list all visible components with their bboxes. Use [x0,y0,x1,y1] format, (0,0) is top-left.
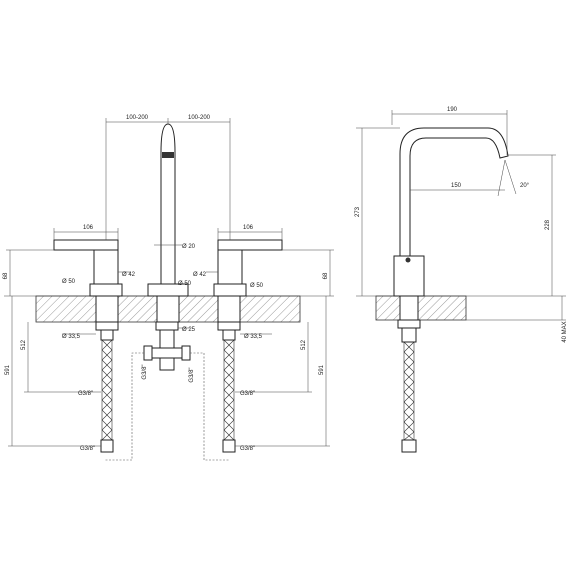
spout-dia-label: Ø 20 [182,244,196,250]
left-shank [95,295,119,323]
side-aerator-dot [405,257,411,263]
center-right-connection [190,352,230,461]
front-view: 100-200 100-200 106 106 Ø 20 Ø 42 Ø 42 Ø… [3,115,334,461]
side-hose-upper-fitting [401,327,417,343]
height-right-label: 68 [323,272,329,279]
right-valve-body [217,249,243,285]
right-hose [223,339,235,441]
side-hose [403,341,415,441]
side-spout [399,127,509,282]
hose-len-right-label: 512 [301,339,307,350]
angle-label: 20° [520,183,530,189]
outlet-height-label: 228 [545,219,551,230]
spout-reach-label: 150 [451,183,462,189]
left-valve-base [89,283,123,297]
spread-right-label: 100-200 [188,115,211,121]
shank-dia-right-label: Ø 33,5 [244,334,263,340]
left-valve-body [93,249,119,285]
right-nut [217,321,241,331]
hose-len-left-label: 512 [21,339,27,350]
left-lever [53,239,119,251]
center-tee-right-nut [181,345,191,361]
shank-dia-left-label: Ø 33,5 [62,334,81,340]
right-hose-upper-fitting [222,329,236,341]
side-hose-lower-fitting [401,439,417,453]
side-nut [397,319,421,329]
spread-left-label: 100-200 [126,115,149,121]
handle-width-right-label: 106 [243,225,254,231]
center-tee-cross [149,347,185,359]
left-hose-lower-fitting [100,439,114,453]
side-dimensions: 190 150 20° 273 228 40 MAX [355,107,568,343]
right-hose-lower-fitting [222,439,236,453]
overall-left-label: 591 [5,364,11,375]
conn-center-right-label: G3/8" [189,367,195,382]
conn-left-upper-label: G3/8" [78,391,93,397]
deck-max-label: 40 MAX [562,321,568,342]
center-spout [147,123,189,331]
height-left-label: 68 [3,272,9,279]
spout-nut [155,321,179,331]
right-valve-base [213,283,247,297]
shank-dia-center-label: Ø 25 [182,327,196,333]
center-left-connection [104,352,144,461]
left-nut [95,321,119,331]
center-tee-left-nut [143,345,153,361]
spout-shank [156,295,180,323]
right-shank [217,295,241,323]
overall-right-label: 591 [319,364,325,375]
left-valve [53,239,123,331]
total-height-label: 273 [355,206,361,217]
spout-aerator [162,152,174,158]
conn-center-left-label: G3/8" [142,364,148,379]
deck-slab-side [375,295,467,321]
conn-left-lower-label: G3/8" [80,446,95,452]
handle-dia-left-label: Ø 42 [122,272,136,278]
reach-label: 190 [447,107,458,113]
front-dimensions: 100-200 100-200 106 106 Ø 20 Ø 42 Ø 42 Ø… [3,115,334,452]
handle-dia-right-label: Ø 42 [193,272,207,278]
conn-right-lower-label: G3/8" [240,446,255,452]
side-shank [399,295,419,321]
side-view: 190 150 20° 273 228 40 MAX [355,107,568,453]
left-hose [101,339,113,441]
base-dia-right-label: Ø 50 [250,283,264,289]
right-valve [213,239,283,331]
side-valve-body [393,255,425,297]
left-hose-upper-fitting [100,329,114,341]
handle-width-left-label: 106 [83,225,94,231]
base-dia-center-label: Ø 50 [178,281,192,287]
braided-hoses [100,329,236,461]
right-lever [217,239,283,251]
conn-right-upper-label: G3/8" [240,391,255,397]
base-dia-left-label: Ø 50 [62,279,76,285]
